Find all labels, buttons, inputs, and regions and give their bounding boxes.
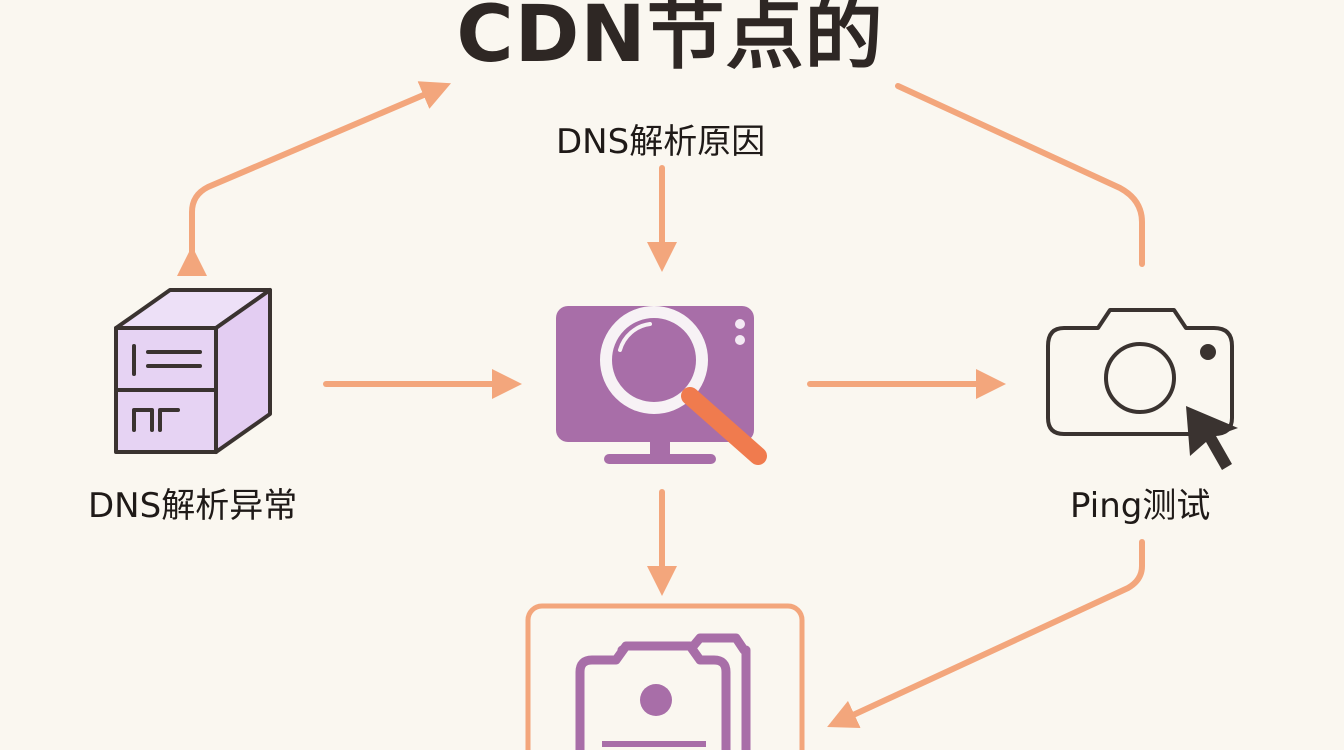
monitor-search-icon [556,306,767,465]
server-icon [114,288,272,454]
camera-stack-icon [525,603,805,750]
arrow-right-loop-top [895,83,1145,267]
cursor-icon [1186,406,1238,470]
label-dns-anomaly: DNS解析异常 [88,486,298,526]
camera-cursor-icon [1046,308,1238,470]
label-dns-cause: DNS解析原因 [556,122,766,162]
page-title: CDN节点的 [456,0,884,80]
arrow-right-to-bottom [827,539,1145,729]
label-ping-test: Ping测试 [1070,486,1211,526]
arrow-left-loop [177,81,452,276]
